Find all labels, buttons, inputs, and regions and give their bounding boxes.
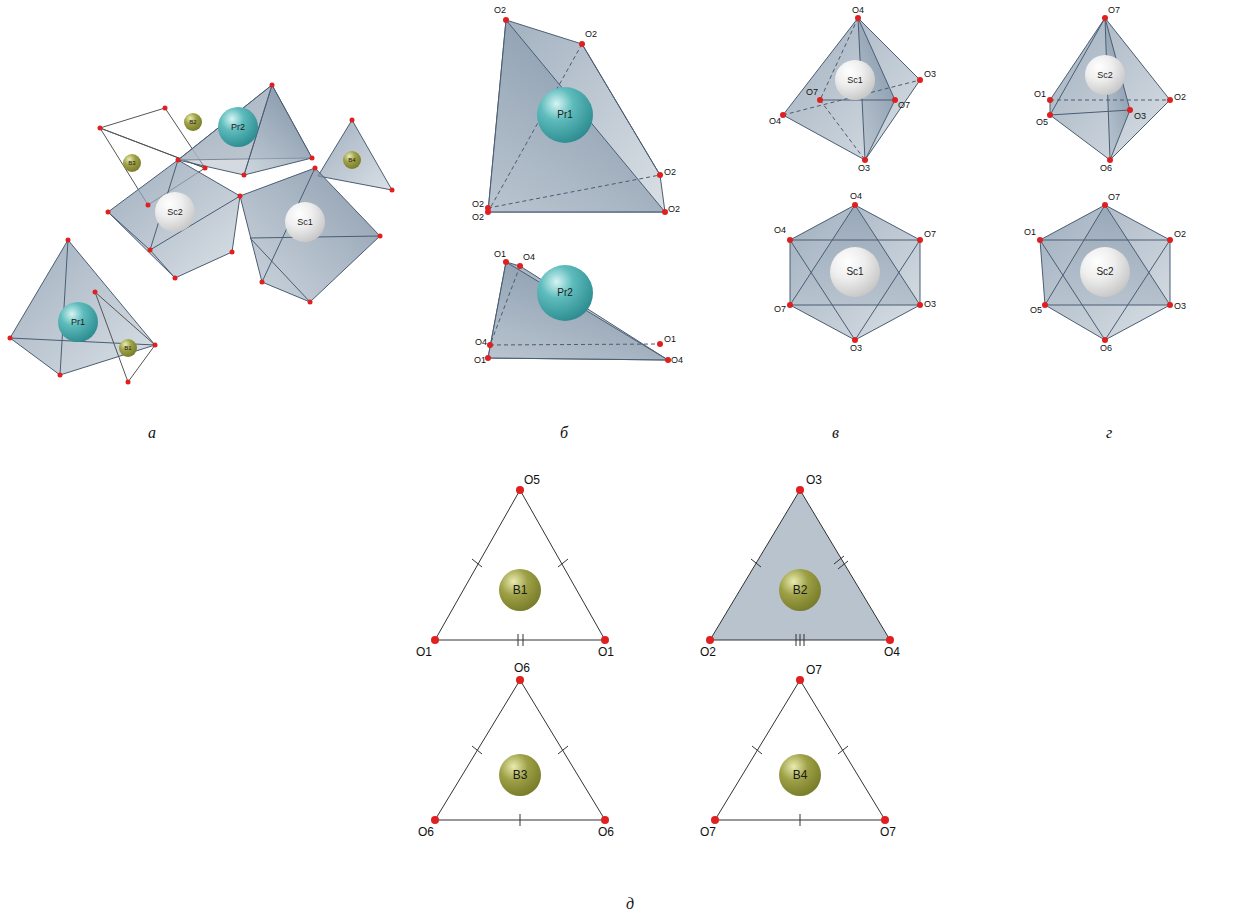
atom-sphere: B2 [779, 569, 821, 611]
atom-sphere: Pr1 [58, 302, 98, 342]
oxygen-label: O4 [475, 338, 487, 347]
oxygen-label: O1 [1034, 90, 1046, 99]
oxygen-label: O7 [806, 664, 822, 676]
oxygen-label: O7 [700, 826, 716, 838]
atom-sphere: Pr2 [537, 265, 593, 321]
oxygen-label: O3 [1174, 302, 1186, 311]
atom-label: B4 [793, 769, 808, 781]
atom-label: Sc2 [167, 208, 183, 217]
atom-sphere: B1 [499, 569, 541, 611]
oxygen-label: O6 [1100, 344, 1112, 353]
oxygen-label: O4 [774, 226, 786, 235]
atom-label: Pr2 [231, 123, 245, 132]
oxygen-label: O1 [664, 335, 676, 344]
oxygen-label: O7 [774, 305, 786, 314]
oxygen-label: O7 [1108, 6, 1120, 15]
oxygen-label: O6 [1100, 164, 1112, 173]
oxygen-label: O4 [852, 6, 864, 15]
panel-letter: б [560, 425, 568, 441]
oxygen-label: O1 [1024, 228, 1036, 237]
oxygen-label: O1 [598, 646, 614, 658]
oxygen-label: O2 [1174, 93, 1186, 102]
oxygen-label: O4 [671, 356, 683, 365]
atom-sphere: B3 [123, 154, 141, 172]
oxygen-label: O2 [585, 30, 597, 39]
atom-label: B2 [793, 584, 808, 596]
oxygen-label: O2 [700, 646, 716, 658]
panel-letter: г [1106, 425, 1112, 441]
oxygen-label: O6 [418, 826, 434, 838]
oxygen-label: O7 [924, 230, 936, 239]
oxygen-label: O4 [523, 253, 535, 262]
oxygen-label: O3 [1134, 112, 1146, 121]
oxygen-label: O2 [494, 6, 506, 15]
panel-letter: а [148, 425, 156, 441]
atom-label: Sc2 [1097, 71, 1113, 80]
oxygen-label: O4 [769, 117, 781, 126]
oxygen-label: O3 [858, 164, 870, 173]
oxygen-label: O7 [806, 88, 818, 97]
oxygen-label: O5 [1030, 306, 1042, 315]
atom-label: B1 [124, 345, 131, 351]
atom-sphere: Sc2 [155, 192, 195, 232]
atom-label: Pr2 [557, 288, 573, 298]
atom-label: B3 [513, 769, 528, 781]
atom-sphere: Sc2 [1080, 247, 1130, 297]
atom-label: Sc1 [847, 76, 863, 85]
oxygen-label: O1 [474, 356, 486, 365]
oxygen-label: O3 [850, 344, 862, 353]
oxygen-label: O2 [668, 205, 680, 214]
atom-sphere: Sc2 [1085, 55, 1125, 95]
panel-letter: д [626, 896, 634, 912]
atom-sphere: B2 [184, 113, 202, 131]
atom-sphere: B4 [343, 151, 361, 169]
atom-sphere: Pr2 [218, 107, 258, 147]
panel-letter: в [832, 425, 839, 441]
oxygen-label: O2 [472, 213, 484, 222]
oxygen-label: O5 [1036, 118, 1048, 127]
oxygen-label: O6 [598, 826, 614, 838]
atom-label: B2 [189, 119, 196, 125]
atom-sphere: Sc1 [835, 60, 875, 100]
atom-sphere: Pr1 [537, 87, 593, 143]
oxygen-label: O7 [898, 101, 910, 110]
oxygen-label: O3 [924, 300, 936, 309]
atom-label: Pr1 [557, 110, 573, 120]
oxygen-label: O1 [416, 646, 432, 658]
atom-sphere: B3 [499, 754, 541, 796]
atom-sphere: Sc1 [285, 202, 325, 242]
atom-label: Sc1 [846, 267, 863, 277]
atom-sphere: Sc1 [830, 247, 880, 297]
atom-label: Sc2 [1096, 267, 1113, 277]
atom-label: B3 [128, 160, 135, 166]
oxygen-label: O6 [514, 662, 530, 674]
oxygen-label: O7 [1108, 193, 1120, 202]
oxygen-label: O5 [524, 474, 540, 486]
oxygen-label: O2 [472, 200, 484, 209]
oxygen-label: O4 [884, 646, 900, 658]
atom-label: B1 [513, 584, 528, 596]
oxygen-label: O2 [1174, 230, 1186, 239]
oxygen-label: O1 [494, 250, 506, 259]
oxygen-label: O2 [664, 168, 676, 177]
atom-sphere: B1 [119, 339, 137, 357]
atom-label: Pr1 [71, 318, 85, 327]
atom-sphere: B4 [779, 754, 821, 796]
atom-label: Sc1 [297, 218, 313, 227]
oxygen-label: O7 [880, 826, 896, 838]
oxygen-label: O3 [806, 474, 822, 486]
atom-label: B4 [348, 157, 355, 163]
oxygen-label: O4 [850, 192, 862, 201]
oxygen-label: O3 [924, 70, 936, 79]
